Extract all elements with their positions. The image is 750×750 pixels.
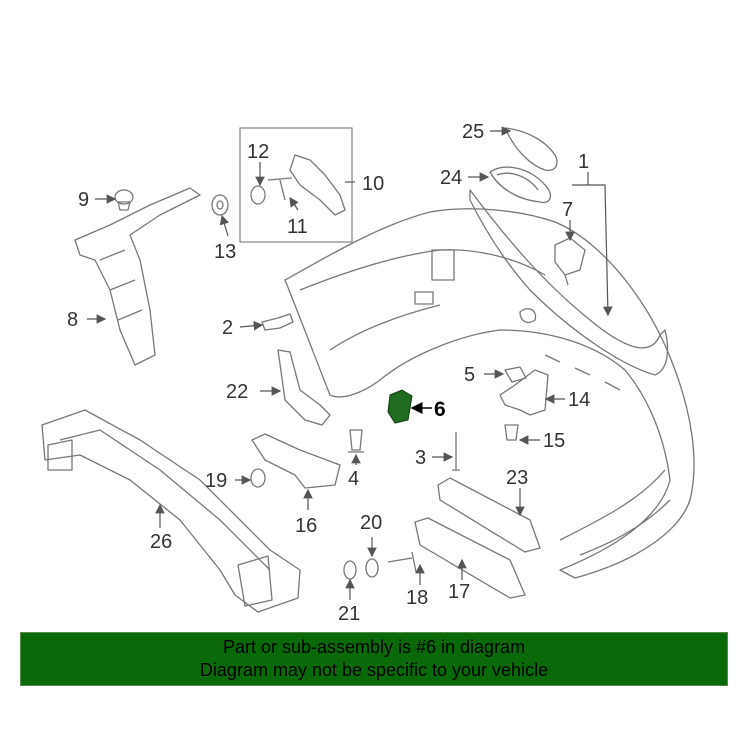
callout-20: 20 <box>360 512 382 534</box>
part-14-bracket <box>499 369 549 416</box>
part-15-bolt <box>504 424 519 441</box>
callout-23: 23 <box>506 467 528 489</box>
callout-1: 1 <box>578 151 589 173</box>
callout-15: 15 <box>543 430 565 452</box>
part-8-bracket <box>74 187 201 366</box>
part-16-bracket <box>251 433 341 489</box>
banner-line-1: Part or sub-assembly is #6 in diagram <box>222 637 526 657</box>
callout-labels: 1234567891011121314151617181920212223242… <box>67 121 590 625</box>
bumper-cover <box>284 189 695 579</box>
part-19-washer <box>250 468 266 488</box>
part-20-washer <box>365 558 379 578</box>
callout-8: 8 <box>67 309 78 331</box>
callout-21: 21 <box>338 603 360 625</box>
part-7-clip <box>554 237 586 286</box>
part-23-bracket <box>437 477 541 553</box>
callout-9: 9 <box>78 189 89 211</box>
part-2-clip <box>261 313 294 331</box>
part-24-reflector <box>489 166 552 204</box>
callout-11: 11 <box>287 216 308 238</box>
info-banner: Part or sub-assembly is #6 in diagram Di… <box>20 632 728 686</box>
callout-26: 26 <box>150 531 172 553</box>
part-18-bolt <box>387 551 417 573</box>
callout-18: 18 <box>406 587 428 609</box>
callout-16: 16 <box>295 515 317 537</box>
part-13-nut <box>211 194 229 216</box>
callout-13: 13 <box>214 241 236 263</box>
callout-7: 7 <box>562 199 573 221</box>
part-6-highlighted[interactable] <box>387 389 432 424</box>
callout-10: 10 <box>362 173 384 195</box>
callout-6[interactable]: 6 <box>434 398 446 421</box>
callout-19: 19 <box>205 470 227 492</box>
banner-line-2: Diagram may not be specific to your vehi… <box>199 660 549 680</box>
callout-14: 14 <box>568 389 590 411</box>
callout-24: 24 <box>440 167 462 189</box>
callout-4: 4 <box>348 468 359 490</box>
part-9-clip <box>114 189 134 211</box>
leader-lines <box>87 126 608 600</box>
part-4-bolt <box>348 429 364 453</box>
part-17-bracket <box>414 517 526 599</box>
part-5-nut <box>504 366 527 383</box>
part-22-bracket <box>277 349 331 426</box>
callout-25: 25 <box>462 121 484 143</box>
callout-5: 5 <box>464 364 475 386</box>
part-21-nut <box>343 560 357 580</box>
callout-17: 17 <box>448 581 470 603</box>
part-25-reflector <box>504 127 558 171</box>
part-26-reinforcement-bar <box>41 409 301 613</box>
callout-22: 22 <box>226 381 248 403</box>
callout-2: 2 <box>222 317 233 339</box>
callout-3: 3 <box>415 447 426 469</box>
part-3-pin <box>452 432 460 471</box>
callout-12: 12 <box>247 141 269 163</box>
